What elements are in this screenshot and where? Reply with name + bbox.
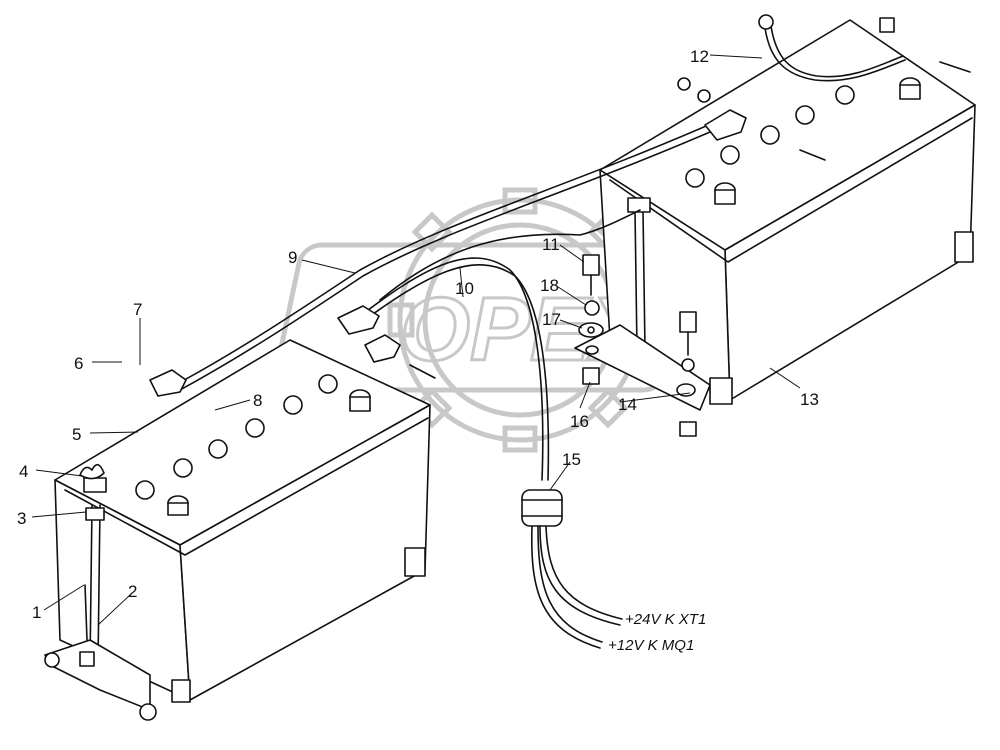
left-tray-nut — [44, 652, 60, 668]
callouts: 1 2 3 4 5 6 7 8 9 10 11 12 13 14 15 16 1… — [17, 47, 819, 622]
main-lead-2 — [361, 264, 550, 481]
right-hold-down-rod-2 — [642, 209, 646, 351]
top-bolt — [939, 61, 971, 73]
right-battery-foot — [954, 231, 974, 263]
callout-8: 8 — [253, 391, 262, 410]
callout-1: 1 — [32, 603, 41, 622]
ground-lead-2 — [770, 25, 904, 78]
nut — [582, 367, 600, 385]
side-bolt — [799, 149, 826, 161]
positive-lead — [379, 209, 641, 301]
jumper-clamp-right — [704, 109, 747, 141]
main-lead-clamp — [337, 305, 380, 335]
right-battery-terminal-neg-post — [714, 189, 736, 205]
grommet — [521, 489, 563, 527]
bracket-nut — [679, 421, 697, 437]
leader-lines — [31, 54, 801, 626]
mounting-bracket — [574, 324, 711, 411]
left-hold-down-nut — [85, 507, 105, 521]
callout-6: 6 — [74, 354, 83, 373]
callout-11: 11 — [542, 235, 560, 254]
right-hold-down-clamp — [627, 197, 651, 213]
callout-5: 5 — [72, 425, 81, 444]
cable-label-24v: +24V K XT1 — [625, 611, 706, 628]
callout-16: 16 — [570, 412, 589, 431]
loose-nut — [677, 77, 691, 91]
left-battery-foot — [404, 547, 426, 577]
spring-washer — [584, 300, 600, 316]
top-nut — [879, 17, 895, 33]
left-battery — [44, 339, 431, 721]
wing-nut — [79, 463, 105, 480]
jumper-cable-2 — [177, 125, 725, 392]
positive-clamp — [364, 334, 401, 363]
callout-3: 3 — [17, 509, 26, 528]
bracket-bolt — [679, 311, 697, 333]
callout-17: 17 — [542, 310, 561, 329]
cables — [149, 14, 906, 649]
lead-24v-2 — [545, 525, 623, 620]
left-rod-pin — [84, 584, 88, 641]
left-battery-terminal-neg-post — [167, 502, 189, 516]
left-tray-nut-2 — [139, 703, 157, 721]
callout-9: 9 — [288, 248, 297, 267]
right-hold-down-rod — [634, 209, 638, 351]
callout-13: 13 — [800, 390, 819, 409]
ground-lead-lug — [758, 14, 774, 30]
left-battery-foot-front — [171, 679, 191, 703]
bracket-washer — [681, 358, 695, 372]
left-hold-down-rod-2 — [97, 504, 101, 666]
main-lead — [354, 257, 544, 481]
lead-12v — [530, 525, 601, 649]
lead-12v-2 — [537, 525, 603, 643]
callout-12: 12 — [690, 47, 709, 66]
callout-10: 10 — [455, 279, 474, 298]
callout-14: 14 — [618, 395, 637, 414]
cable-label-12v: +12V K MQ1 — [608, 637, 694, 654]
flat-washer-hole — [587, 326, 595, 334]
loose-washer — [697, 89, 711, 103]
callout-7: 7 — [133, 300, 142, 319]
callout-15: 15 — [562, 450, 581, 469]
right-battery-caps — [685, 85, 855, 188]
clamp-bolt — [409, 364, 436, 379]
left-battery-lid-rim — [64, 417, 429, 556]
cable-labels: +24V K XT1 +12V K MQ1 — [608, 611, 706, 654]
left-battery-terminal-pos-post — [349, 396, 371, 412]
left-tray-bolt — [79, 651, 95, 667]
left-battery-caps — [135, 374, 338, 500]
bracket-hole — [676, 383, 696, 397]
left-hold-down-clamp — [83, 477, 107, 493]
right-battery-terminal-pos-post — [899, 84, 921, 100]
callout-2: 2 — [128, 582, 137, 601]
lead-24v — [539, 525, 621, 626]
jumper-cable — [174, 119, 721, 386]
ground-lead — [764, 27, 906, 82]
callout-18: 18 — [540, 276, 559, 295]
bolt-head — [582, 254, 600, 276]
jumper-clamp-left — [149, 369, 187, 397]
left-hold-down-rod — [89, 504, 93, 666]
callout-4: 4 — [19, 462, 28, 481]
right-battery-foot-front — [709, 377, 733, 405]
right-battery — [574, 17, 976, 437]
bracket-hole-2 — [585, 345, 599, 355]
